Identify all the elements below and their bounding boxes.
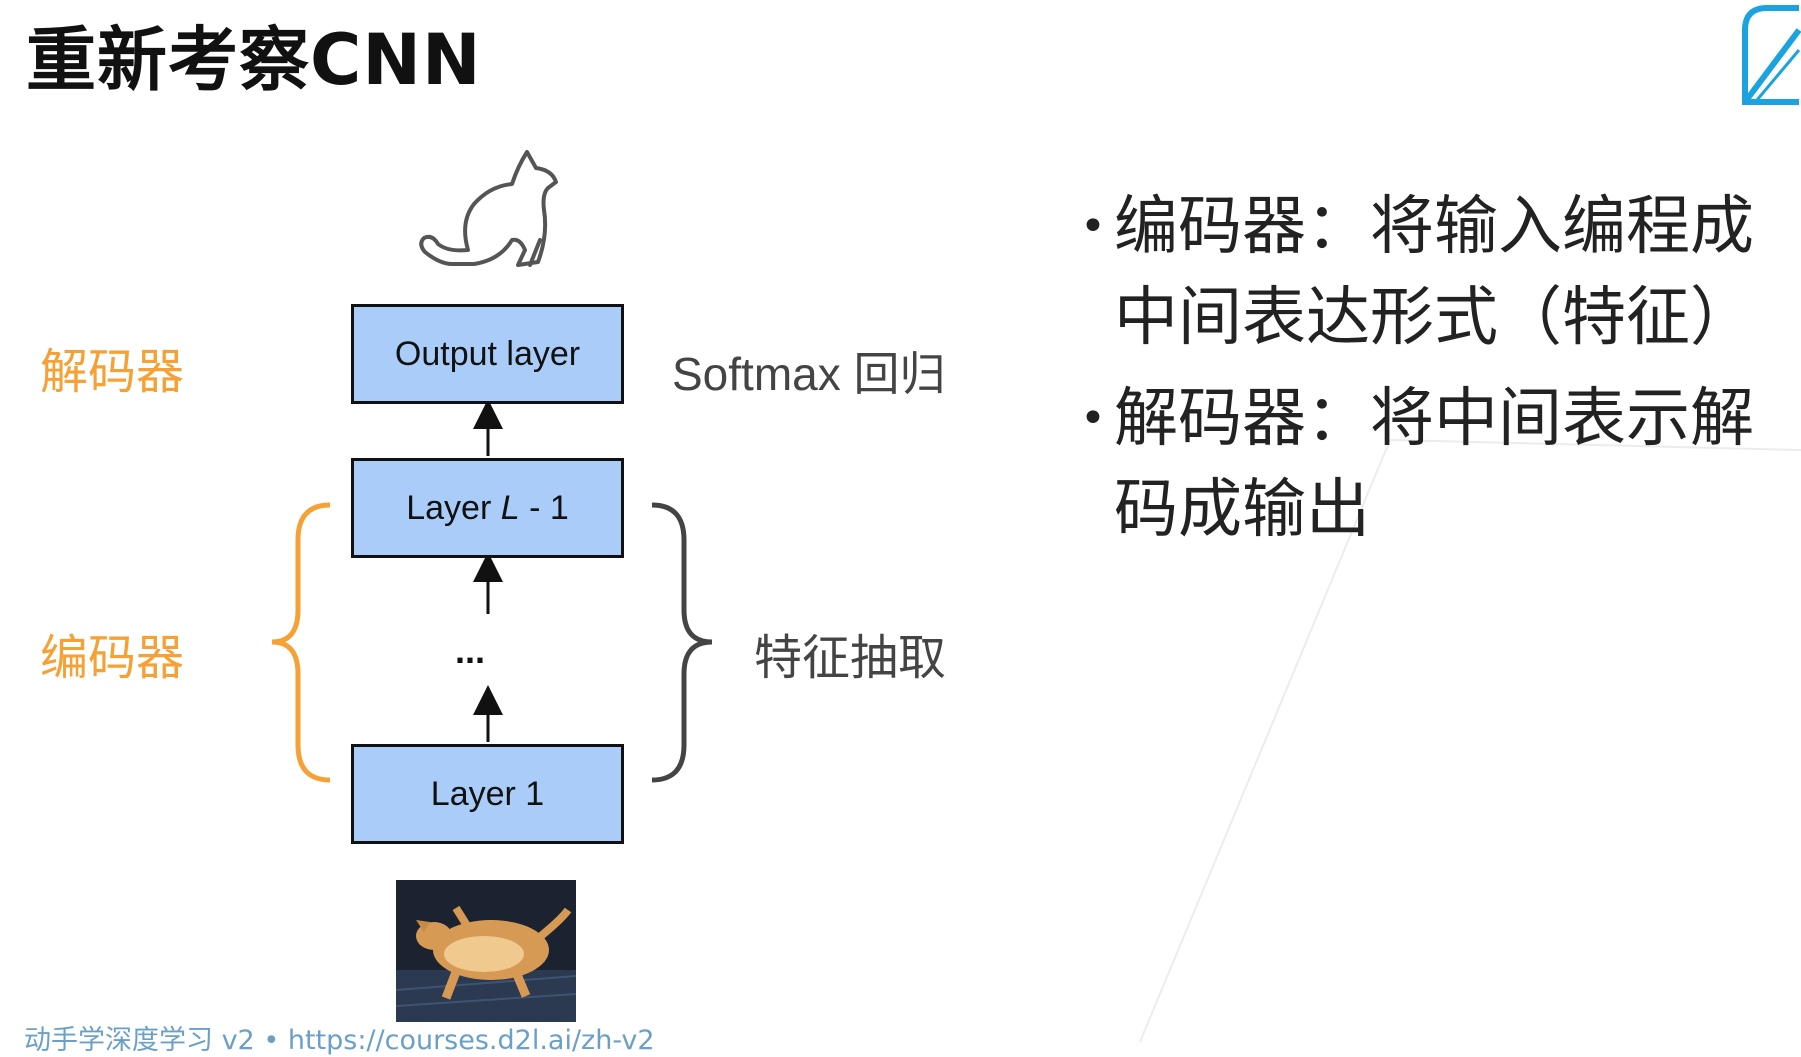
feature-extraction-label: 特征抽取 [754,630,947,686]
cat-output-icon [419,150,558,267]
bullet-item-encoder: • 编码器：将输入编程成中间表达形式（特征） [1080,182,1780,364]
layer-l-prefix: Layer [406,488,501,527]
layer-l-suffix: - 1 [519,488,569,527]
bullet-dot-icon: • [1080,392,1106,444]
output-layer-box: Output layer [351,304,624,404]
layer-1-box: Layer 1 [351,744,624,844]
layers-ellipsis: ... [455,630,486,671]
bullet-list: • 编码器：将输入编程成中间表达形式（特征） • 解码器：将中间表示解码成输出 [1080,182,1780,566]
footer-course-link[interactable]: 动手学深度学习 v2 • https://courses.d2l.ai/zh-v… [24,1025,655,1056]
d2l-logo-icon [1742,5,1801,105]
feature-brace-icon [651,502,713,783]
input-cat-photo [396,880,576,1022]
softmax-label: Softmax 回归 [672,348,946,400]
bullet-text-decoder: 解码器：将中间表示解码成输出 [1114,381,1754,547]
page-title: 重新考察CNN [26,19,482,101]
bullet-item-decoder: • 解码器：将中间表示解码成输出 [1080,374,1780,556]
layer-1-label: Layer 1 [430,774,545,813]
layer-l-var: L [500,488,520,527]
encoder-brace-icon [271,502,331,783]
bullet-text-encoder: 编码器：将输入编程成中间表达形式（特征） [1114,190,1754,355]
layer-l-minus-1-box: Layer L - 1 [351,458,624,558]
encoder-label: 编码器 [40,630,185,686]
decoder-label: 解码器 [40,344,185,400]
output-layer-label: Output layer [394,334,581,373]
bullet-dot-icon: • [1080,201,1106,252]
